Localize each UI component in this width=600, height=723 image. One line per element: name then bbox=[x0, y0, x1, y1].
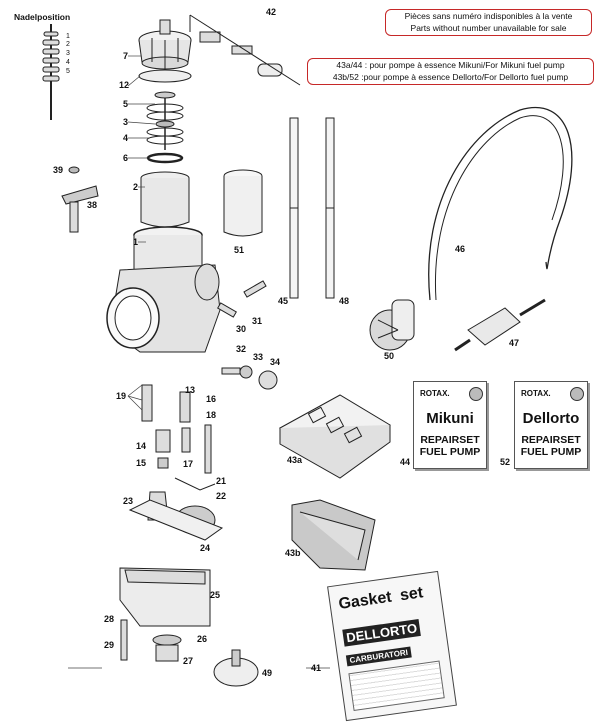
part-number-26: 26 bbox=[197, 634, 208, 644]
mikuni-card-line2: FUEL PUMP bbox=[419, 446, 481, 458]
needle-mark-4: 4 bbox=[66, 59, 70, 66]
part-number-27: 27 bbox=[183, 656, 194, 666]
needle-mark-1: 1 bbox=[66, 33, 70, 40]
part-number-24: 24 bbox=[200, 543, 211, 553]
needle-mark-3: 3 bbox=[66, 50, 70, 57]
part-number-14: 14 bbox=[136, 441, 147, 451]
part-number-13: 13 bbox=[185, 385, 196, 395]
part-number-42: 42 bbox=[266, 7, 277, 17]
dellorto-card-line1: REPAIRSET bbox=[521, 434, 581, 446]
fuel-hoses bbox=[289, 117, 335, 299]
part-number-31: 31 bbox=[252, 316, 263, 326]
bowl-hardware bbox=[120, 619, 259, 687]
inline-fuel-filter bbox=[454, 298, 546, 352]
part-number-47: 47 bbox=[509, 338, 520, 348]
floats bbox=[128, 477, 224, 541]
throttle-slide bbox=[140, 171, 190, 228]
carburetor-body bbox=[106, 226, 221, 353]
part-number-28: 28 bbox=[104, 614, 115, 624]
part-number-19: 19 bbox=[116, 391, 127, 401]
part-number-33: 33 bbox=[253, 352, 264, 362]
part-number-32: 32 bbox=[236, 344, 247, 354]
dellorto-fuel-pump bbox=[291, 499, 376, 571]
part-number-51: 51 bbox=[234, 245, 245, 255]
part-number-1: 1 bbox=[133, 237, 139, 247]
mikuni-card-brand: ROTAX. bbox=[420, 389, 450, 398]
part-number-4: 4 bbox=[123, 133, 129, 143]
gasket-label-panel bbox=[348, 660, 445, 711]
part-number-2: 2 bbox=[133, 182, 139, 192]
part-number-22: 22 bbox=[216, 491, 227, 501]
part-number-43b: 43b bbox=[285, 548, 301, 558]
part-number-17: 17 bbox=[183, 459, 194, 469]
part-number-44: 44 bbox=[400, 457, 411, 467]
mixture-screws bbox=[217, 280, 278, 390]
dellorto-card-line2: FUEL PUMP bbox=[520, 446, 582, 458]
part-number-25: 25 bbox=[210, 590, 221, 600]
fuel-pump-note: 43a/44 : pour pompe à essence Mikuni/For… bbox=[307, 58, 594, 85]
leader-lines bbox=[68, 55, 330, 669]
float-bowl bbox=[119, 567, 211, 627]
mikuni-fuel-pump bbox=[278, 394, 391, 479]
part-number-30: 30 bbox=[236, 324, 247, 334]
part-number-5: 5 bbox=[123, 99, 129, 109]
part-number-23: 23 bbox=[123, 496, 134, 506]
part-number-15: 15 bbox=[136, 458, 147, 468]
part-number-49: 49 bbox=[262, 668, 273, 678]
part-number-50: 50 bbox=[384, 351, 395, 361]
part-number-41: 41 bbox=[311, 663, 322, 673]
part-number-29: 29 bbox=[104, 640, 115, 650]
filter-sleeve bbox=[223, 169, 263, 237]
part-number-21: 21 bbox=[216, 476, 227, 486]
mikuni-repairset-card: ROTAX. Mikuni REPAIRSET FUEL PUMP bbox=[413, 381, 487, 469]
gasket-set-package: Gasket set DELLORTO CARBURATORI bbox=[327, 570, 457, 722]
part-number-52: 52 bbox=[500, 457, 511, 467]
gasket-brand: DELLORTO bbox=[342, 619, 422, 647]
part-number-16: 16 bbox=[206, 394, 217, 404]
slide-springs bbox=[146, 91, 184, 164]
brand-roundel-icon bbox=[570, 387, 584, 401]
part-number-48: 48 bbox=[339, 296, 350, 306]
part-number-18: 18 bbox=[206, 410, 217, 420]
throttle-cable bbox=[428, 107, 573, 301]
needle-position-title: Nadelposition bbox=[14, 12, 71, 22]
adjuster-screw bbox=[61, 166, 99, 233]
parts-note-en: Parts without number unavailable for sal… bbox=[410, 23, 567, 33]
dellorto-card-maker: Dellorto bbox=[522, 410, 580, 427]
dellorto-card-brand: ROTAX. bbox=[521, 389, 551, 398]
fuel-inlet-parts bbox=[189, 14, 301, 86]
part-number-6: 6 bbox=[123, 153, 129, 163]
jets-set bbox=[141, 384, 212, 474]
needle-rod bbox=[42, 24, 60, 120]
gasket-title-1: Gasket bbox=[337, 588, 393, 613]
pump-note-mikuni: 43a/44 : pour pompe à essence Mikuni/For… bbox=[336, 60, 565, 70]
part-number-45: 45 bbox=[278, 296, 289, 306]
mikuni-card-maker: Mikuni bbox=[426, 410, 474, 427]
mikuni-card-line1: REPAIRSET bbox=[420, 434, 480, 446]
part-number-3: 3 bbox=[123, 117, 129, 127]
dellorto-repairset-card: ROTAX. Dellorto REPAIRSET FUEL PUMP bbox=[514, 381, 588, 469]
needle-mark-5: 5 bbox=[66, 68, 70, 75]
part-number-12: 12 bbox=[119, 80, 130, 90]
part-number-7: 7 bbox=[123, 51, 129, 61]
brand-roundel-icon bbox=[469, 387, 483, 401]
part-number-43a: 43a bbox=[287, 455, 303, 465]
parts-availability-note: Pièces sans numéro indisponibles à la ve… bbox=[385, 9, 592, 36]
pump-note-dellorto: 43b/52 :pour pompe à essence Dellorto/Fo… bbox=[332, 72, 569, 82]
part-number-39: 39 bbox=[53, 165, 64, 175]
gasket-sub: CARBURATORI bbox=[345, 646, 412, 667]
gasket-title-2: set bbox=[398, 584, 425, 605]
top-cap bbox=[138, 19, 192, 83]
part-number-34: 34 bbox=[270, 357, 281, 367]
fuel-filter-cap bbox=[369, 299, 415, 351]
parts-note-fr: Pièces sans numéro indisponibles à la ve… bbox=[404, 11, 573, 21]
needle-mark-2: 2 bbox=[66, 41, 70, 48]
part-number-38: 38 bbox=[87, 200, 98, 210]
part-number-46: 46 bbox=[455, 244, 466, 254]
